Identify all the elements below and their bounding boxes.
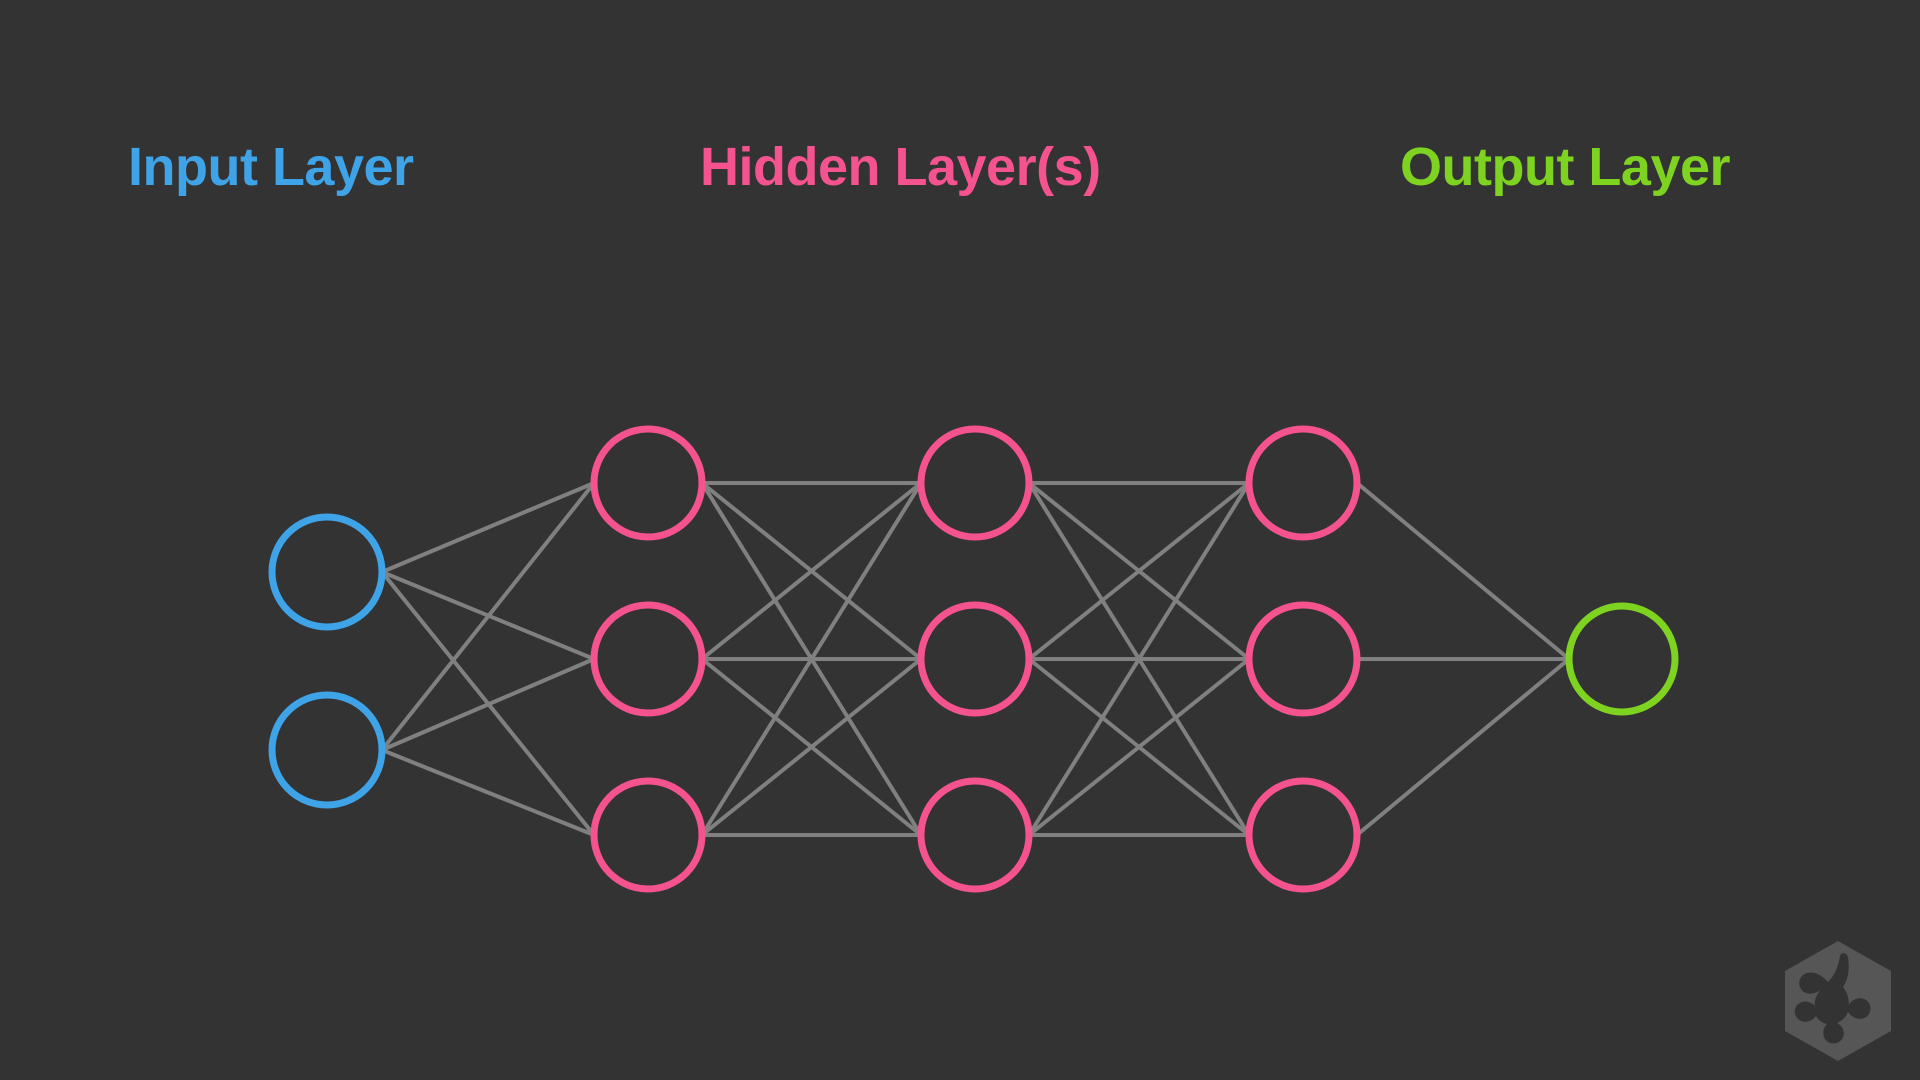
- neuron-node-i2: [268, 691, 386, 809]
- connection-edge: [380, 748, 596, 837]
- neuron-node-h3_1: [1245, 425, 1361, 541]
- connection-edge: [1355, 657, 1571, 837]
- neurons-group: [268, 425, 1679, 893]
- neuron-node-h2_3: [917, 777, 1033, 893]
- connection-edge: [700, 481, 923, 661]
- neuron-node-h1_3: [590, 777, 706, 893]
- connection-edge: [1355, 481, 1571, 661]
- neuron-node-i1: [268, 513, 386, 631]
- neuron-node-h2_2: [917, 601, 1033, 717]
- connection-edge: [700, 481, 923, 837]
- neuron-node-h1_2: [590, 601, 706, 717]
- hidden-layer-heading: Hidden Layer(s): [700, 137, 1101, 197]
- neuron-node-o1: [1565, 602, 1679, 716]
- neuron-node-h3_2: [1245, 601, 1361, 717]
- connection-edge: [1027, 657, 1251, 837]
- neuron-node-h3_3: [1245, 777, 1361, 893]
- watermark-neuron-glyph: [1794, 953, 1871, 1044]
- connection-edge: [380, 481, 596, 574]
- connection-edge: [1027, 481, 1251, 661]
- neuron-node-h2_1: [917, 425, 1033, 541]
- connection-edge: [1027, 481, 1251, 837]
- connection-edge: [700, 657, 923, 837]
- output-layer-heading: Output Layer: [1400, 137, 1731, 197]
- connection-edge: [380, 481, 596, 752]
- neuron-node-h1_1: [590, 425, 706, 541]
- input-layer-heading: Input Layer: [128, 137, 414, 197]
- connections-group: [380, 481, 1571, 837]
- connection-edge: [380, 657, 596, 752]
- brand-logo-watermark-icon: [1785, 941, 1891, 1061]
